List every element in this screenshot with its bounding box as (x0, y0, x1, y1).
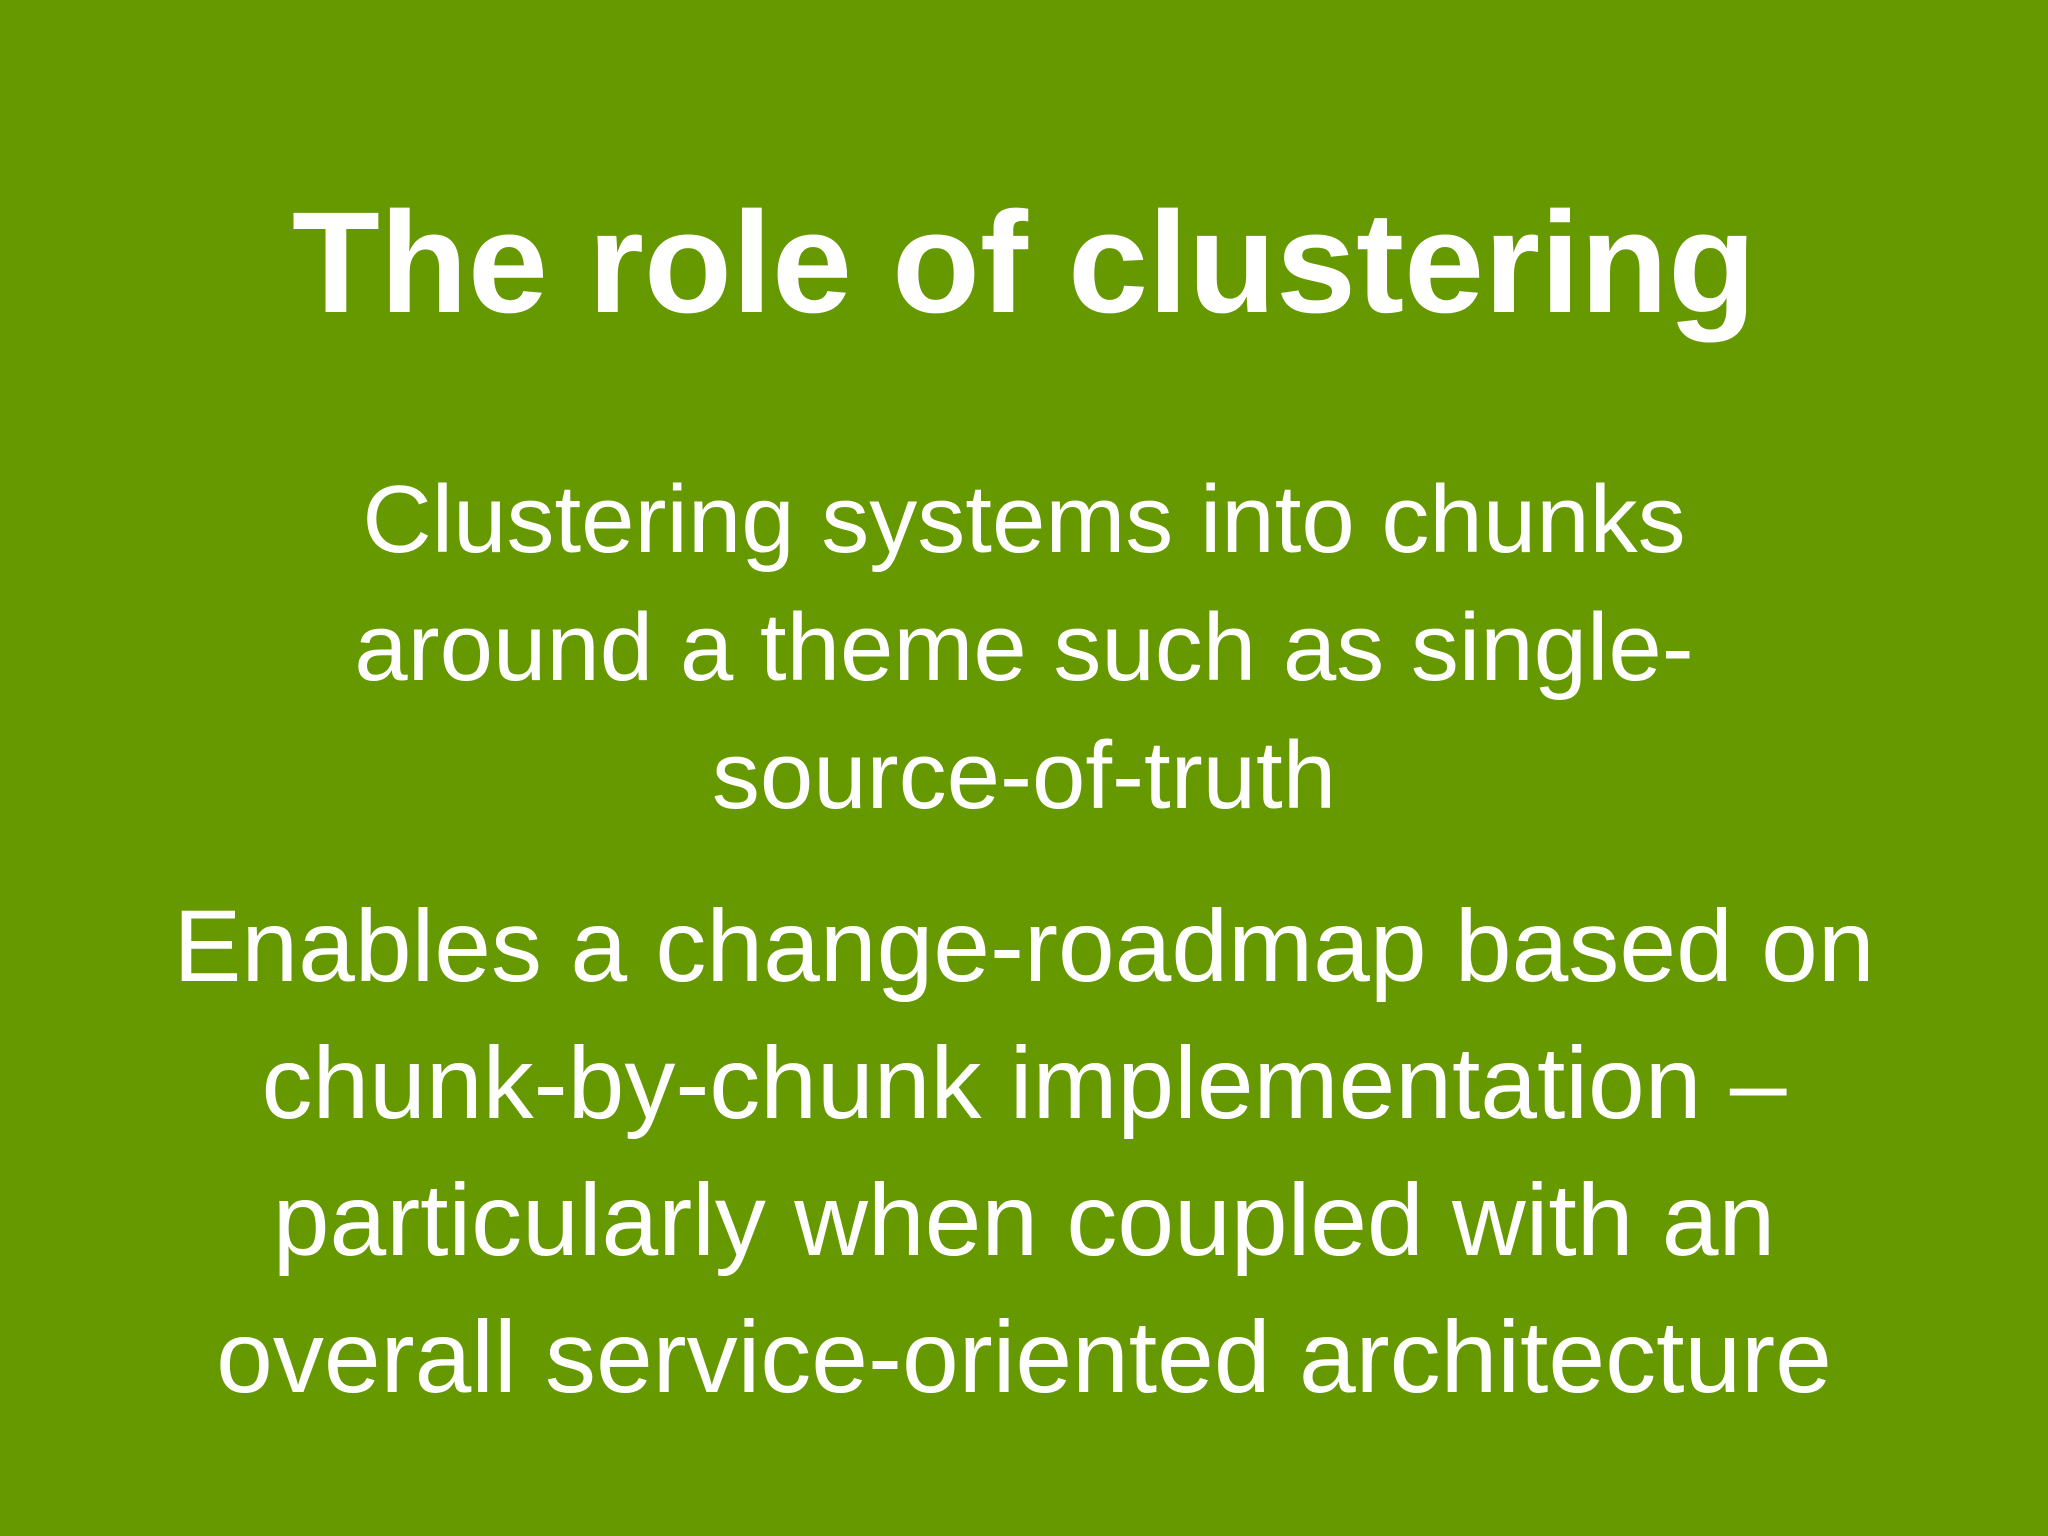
bullet-line: Clustering systems into chunks (362, 466, 1686, 573)
bullet-line: around a theme such as single- (354, 594, 1694, 701)
bullet-change-roadmap: Enables a change-roadmap based on chunk-… (0, 878, 2048, 1426)
bullet-line: particularly when coupled with an (272, 1163, 1776, 1277)
bullet-line: chunk-by-chunk implementation – (261, 1026, 1787, 1140)
bullet-clustering-systems: Clustering systems into chunks around a … (0, 456, 2048, 840)
bullet-line: source-of-truth (711, 722, 1337, 829)
bullet-line: Enables a change-roadmap based on (173, 889, 1875, 1003)
bullet-line: overall service-oriented architecture (216, 1300, 1832, 1414)
slide-title: The role of clustering (291, 182, 1757, 343)
